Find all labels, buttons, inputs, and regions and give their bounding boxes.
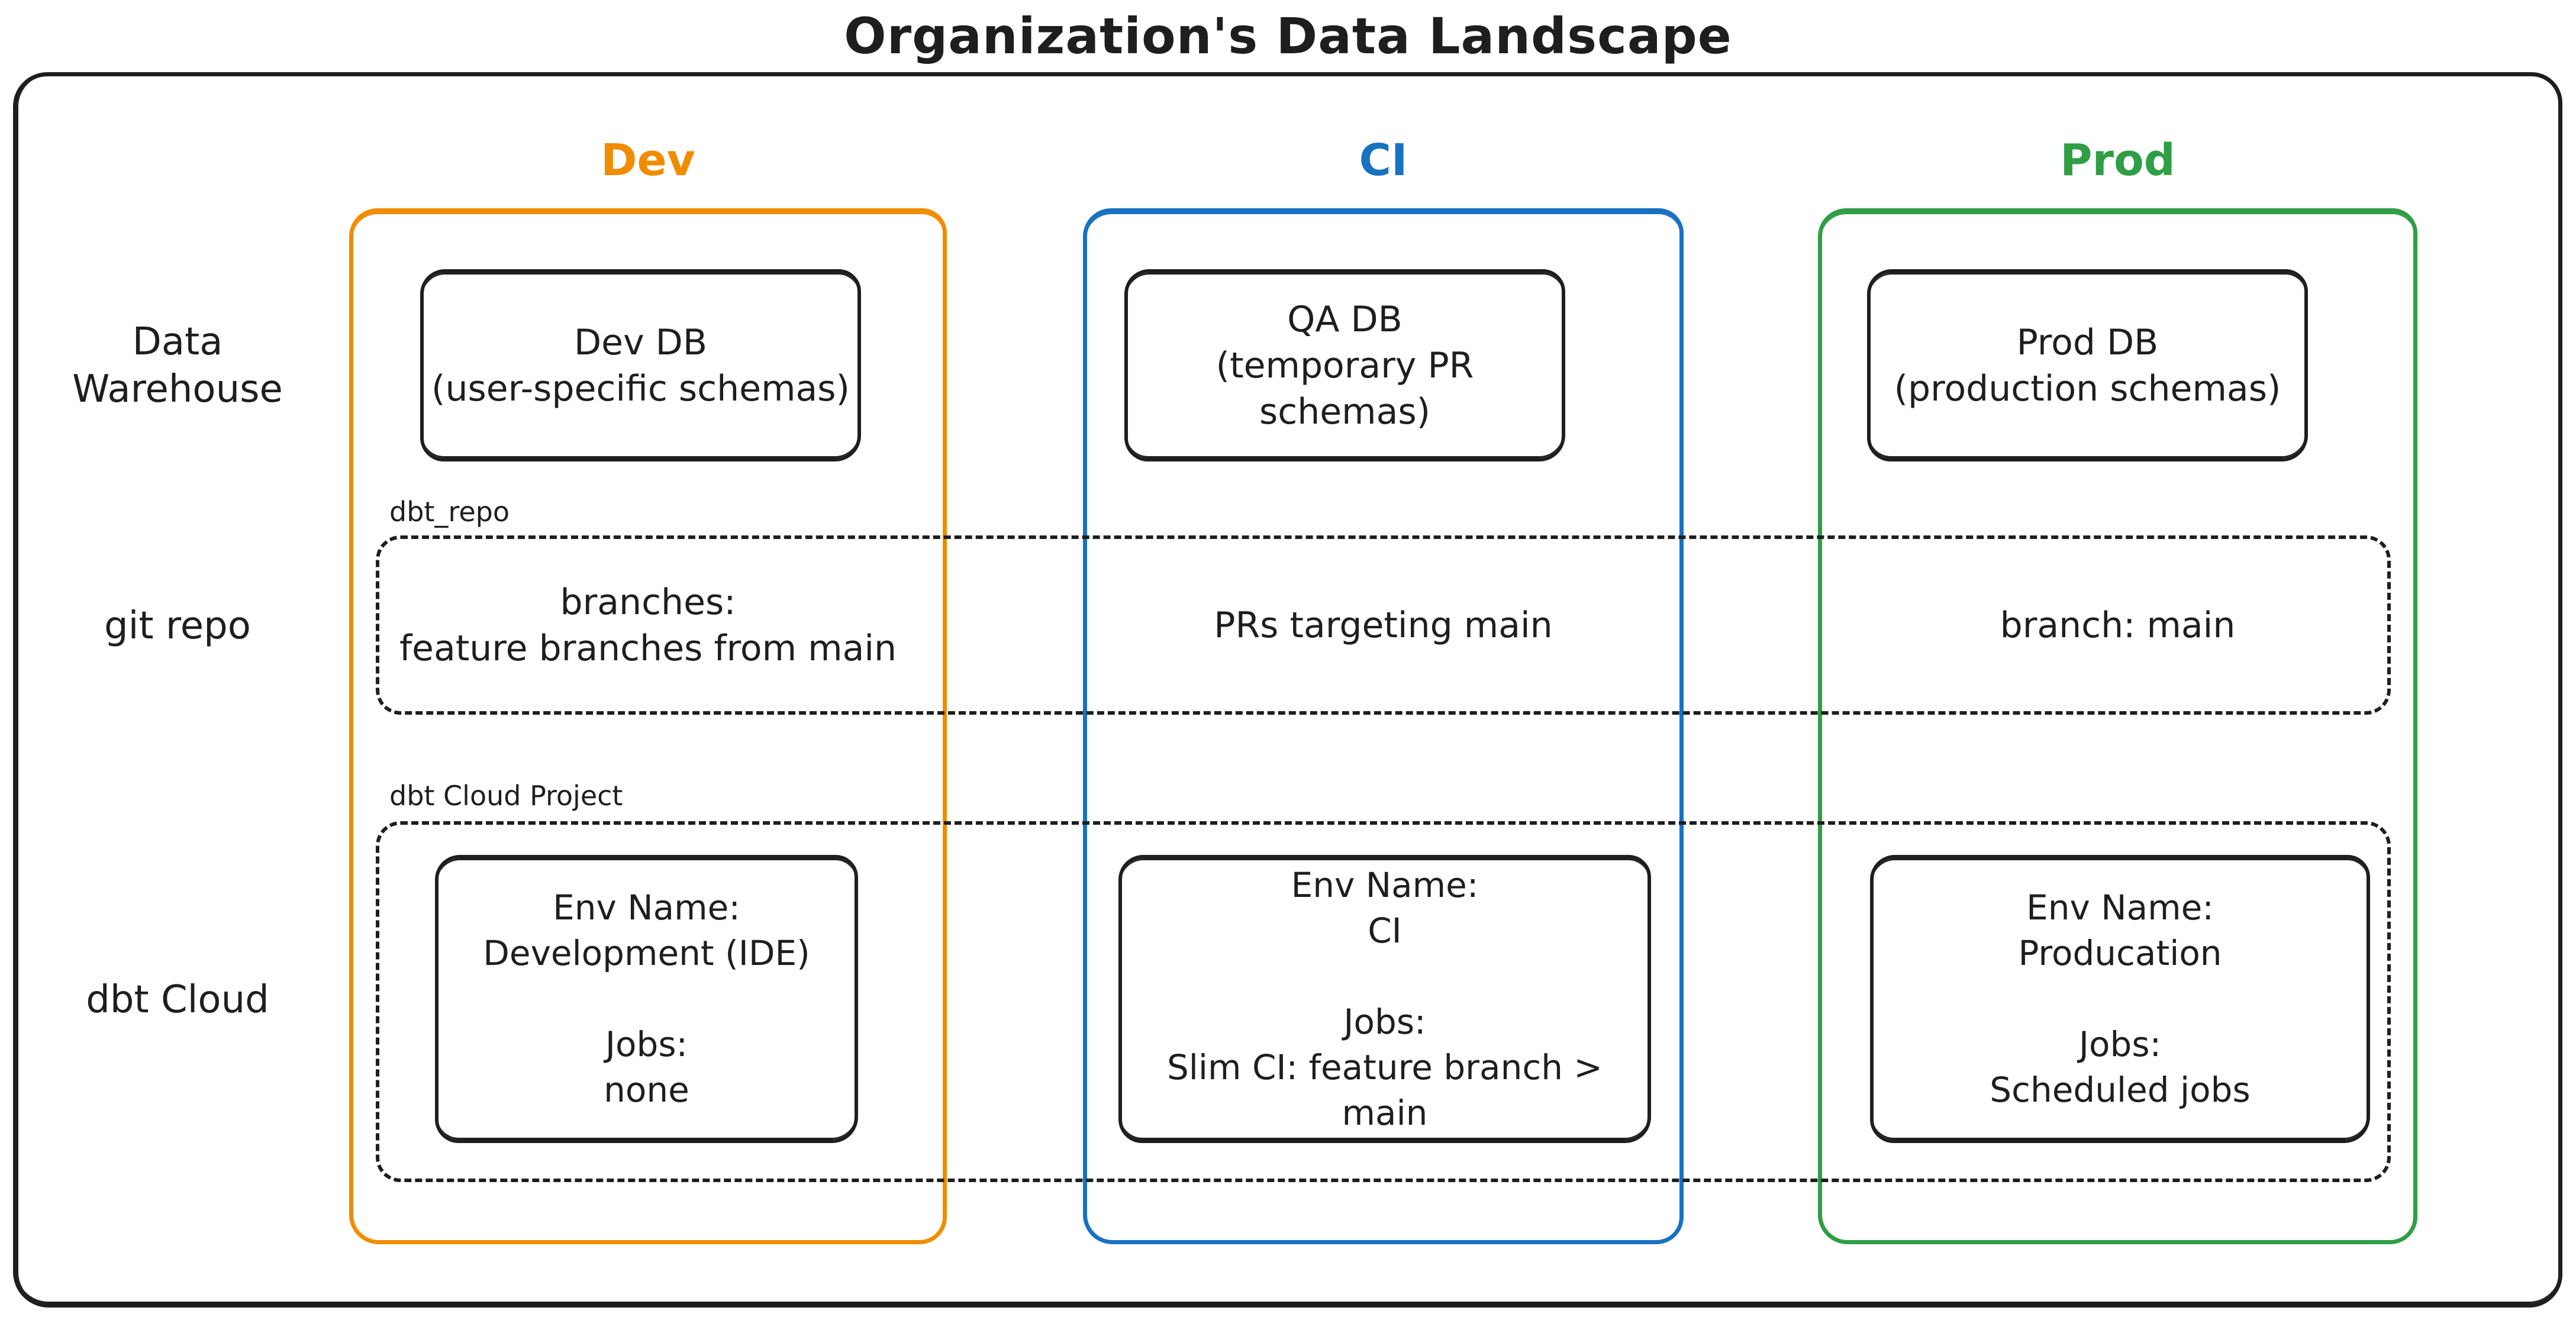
jobs-value: none — [604, 1070, 689, 1110]
jobs-label: Jobs: — [2078, 1024, 2162, 1064]
env-label: Env Name: — [2026, 887, 2214, 928]
prod-db-box: Prod DB (production schemas) — [1867, 269, 2308, 461]
dbt-cloud-box-label: dbt Cloud Project — [389, 780, 623, 812]
git-text-line: branches: — [560, 581, 736, 623]
jobs-label: Jobs: — [1343, 1001, 1426, 1042]
env-name: Producation — [2018, 933, 2222, 973]
column-header-ci: CI — [1359, 135, 1408, 186]
row-label-line: Data — [132, 320, 223, 364]
jobs-value: Scheduled jobs — [1990, 1070, 2251, 1110]
env-box-ci: Env Name: CI Jobs: Slim CI: feature bran… — [1118, 855, 1651, 1143]
db-detail: (production schemas) — [1894, 367, 2281, 409]
qa-db-box: QA DB (temporary PR schemas) — [1124, 269, 1565, 461]
db-name: Prod DB — [2016, 321, 2159, 363]
column-header-dev: Dev — [601, 135, 695, 186]
db-name: QA DB — [1287, 298, 1403, 340]
git-text-line: branch: main — [2000, 604, 2236, 646]
env-box-dev: Env Name: Development (IDE) Jobs: none — [435, 855, 858, 1143]
row-label-git-repo: git repo — [24, 602, 331, 650]
row-label-line: Warehouse — [72, 367, 283, 411]
env-box-prod: Env Name: Producation Jobs: Scheduled jo… — [1870, 855, 2370, 1143]
git-text-prod: branch: main — [1818, 535, 2417, 715]
column-header-prod: Prod — [2060, 135, 2175, 186]
git-text-line: feature branches from main — [399, 627, 897, 669]
db-detail: (temporary PR schemas) — [1216, 344, 1474, 432]
dev-db-box: Dev DB (user-specific schemas) — [420, 269, 861, 461]
git-repo-dashed-box — [376, 535, 2391, 715]
column-frame-dev — [349, 208, 947, 1244]
git-text-line: PRs targeting main — [1214, 604, 1553, 646]
page-title: Organization's Data Landscape — [844, 7, 1732, 65]
env-name: CI — [1368, 910, 1402, 951]
column-frame-ci — [1083, 208, 1684, 1244]
dbt-cloud-dashed-box — [376, 821, 2391, 1182]
jobs-value: Slim CI: feature branch > main — [1166, 1047, 1603, 1133]
db-detail: (user-specific schemas) — [431, 367, 850, 409]
jobs-label: Jobs: — [605, 1024, 688, 1064]
env-label: Env Name: — [553, 887, 740, 928]
env-label: Env Name: — [1291, 864, 1479, 905]
git-repo-box-label: dbt_repo — [389, 496, 510, 528]
row-label-line: dbt Cloud — [86, 978, 269, 1022]
git-text-dev: branches: feature branches from main — [349, 535, 947, 715]
env-name: Development (IDE) — [483, 933, 810, 973]
row-label-data-warehouse: Data Warehouse — [24, 318, 331, 413]
git-text-ci: PRs targeting main — [1083, 535, 1684, 715]
row-label-dbt-cloud: dbt Cloud — [24, 976, 331, 1024]
column-frame-prod — [1818, 208, 2417, 1244]
row-label-line: git repo — [104, 604, 251, 648]
landscape-outer-frame — [13, 72, 2562, 1308]
db-name: Dev DB — [573, 321, 708, 363]
